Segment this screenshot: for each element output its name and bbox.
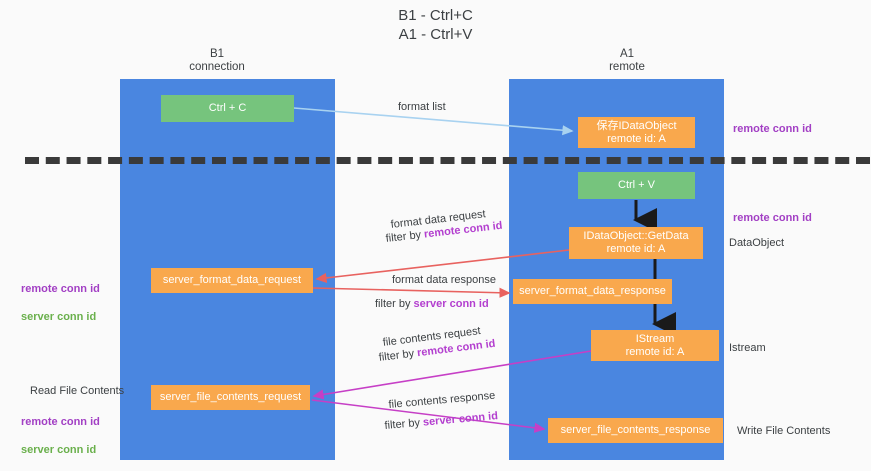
annotation-conn-ids-middle: remote conn id server conn id (21, 268, 100, 338)
filter-key-server-conn-id: server conn id (413, 298, 489, 310)
annotation-remote-conn-id-top: remote conn id (733, 123, 812, 135)
node-server-format-data-request[interactable]: server_format_data_request (151, 268, 313, 293)
annotation-read-file-contents: Read File Contents (30, 385, 125, 397)
annotation-server-conn-id: server conn id (21, 311, 97, 323)
filter-prefix: filter by (384, 416, 424, 432)
annotation-server-conn-id-2: server conn id (21, 444, 97, 456)
filter-prefix: filter by (375, 298, 414, 310)
annotation-remote-conn-id-2: remote conn id (21, 416, 100, 428)
edge-label-format-data-response-filter: filter by server conn id (375, 297, 489, 311)
annotation-conn-ids-bottom: remote conn id server conn id (21, 401, 100, 471)
node-idataobject-getdata[interactable]: IDataObject::GetData remote id: A (569, 227, 703, 259)
annotation-remote-conn-id-mid: remote conn id (733, 212, 812, 224)
annotation-remote-conn-id: remote conn id (21, 283, 100, 295)
node-ctrl-v[interactable]: Ctrl + V (578, 172, 695, 199)
column-header-a1: A1 remote (609, 48, 645, 73)
section-divider (25, 157, 870, 164)
node-ctrl-c[interactable]: Ctrl + C (161, 95, 294, 122)
column-header-b1: B1 connection (189, 48, 245, 73)
edge-label-format-data-response: format data response (392, 274, 496, 286)
edge-label-format-list: format list (398, 101, 446, 113)
node-server-file-contents-request[interactable]: server_file_contents_request (151, 385, 310, 410)
page-title: B1 - Ctrl+C A1 - Ctrl+V (398, 7, 473, 43)
node-server-file-contents-response[interactable]: server_file_contents_response (548, 418, 723, 443)
annotation-dataobject: DataObject (729, 237, 785, 249)
node-server-format-data-response[interactable]: server_format_data_response (513, 279, 672, 304)
annotation-istream: Istream (729, 342, 766, 354)
node-idataobject[interactable]: 保存IDataObject remote id: A (578, 117, 695, 148)
node-istream[interactable]: IStream remote id: A (591, 330, 719, 361)
annotation-write-file-contents: Write File Contents (737, 425, 831, 437)
